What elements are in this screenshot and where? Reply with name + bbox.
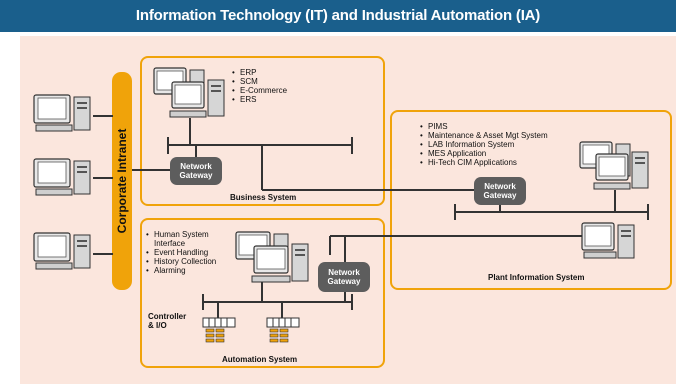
automation-workstations	[235, 231, 309, 283]
plant-item: PIMS	[420, 122, 548, 131]
automation-item: Human System	[146, 230, 216, 239]
plant-item: Hi-Tech CIM Applications	[420, 158, 548, 167]
plant-item: MES Application	[420, 149, 548, 158]
business-items-list: ERP SCM E-Commerce ERS	[232, 68, 287, 104]
automation-items-list: Human System Interface Event Handling Hi…	[146, 230, 216, 275]
automation-network-gateway: Network Gateway	[318, 262, 370, 292]
plant-item: Maintenance & Asset Mgt System	[420, 131, 548, 140]
plant-pc	[581, 222, 635, 259]
business-item: E-Commerce	[232, 86, 287, 95]
business-network-gateway: Network Gateway	[170, 157, 222, 185]
business-system-label: Business System	[230, 193, 297, 202]
automation-system-region	[140, 218, 385, 368]
business-item: ERP	[232, 68, 287, 77]
controller-io-1	[202, 317, 236, 343]
business-item: SCM	[232, 77, 287, 86]
title-bar	[0, 0, 676, 32]
automation-item: History Collection	[146, 257, 216, 266]
intranet-pc-1	[33, 94, 91, 132]
plant-network-gateway: Network Gateway	[474, 177, 526, 205]
plant-items-list: PIMS Maintenance & Asset Mgt System LAB …	[420, 122, 548, 167]
business-system-region	[140, 56, 385, 206]
corporate-intranet-bar	[112, 72, 132, 290]
automation-system-label: Automation System	[222, 355, 298, 364]
plant-item: LAB Information System	[420, 140, 548, 149]
plant-workstations	[579, 141, 649, 190]
controller-io-label: Controller & I/O	[148, 312, 187, 330]
business-workstations	[153, 67, 225, 118]
business-item: ERS	[232, 95, 287, 104]
automation-item: Event Handling	[146, 248, 216, 257]
automation-item: Alarming	[146, 266, 216, 275]
intranet-pc-3	[33, 232, 91, 270]
automation-item-continued: Interface	[154, 239, 186, 248]
controller-io-2	[266, 317, 300, 343]
plant-information-system-label: Plant Information System	[488, 273, 585, 282]
plant-information-system-region	[390, 110, 672, 290]
diagram-title: Information Technology (IT) and Industri…	[135, 7, 541, 24]
intranet-pc-2	[33, 158, 91, 196]
